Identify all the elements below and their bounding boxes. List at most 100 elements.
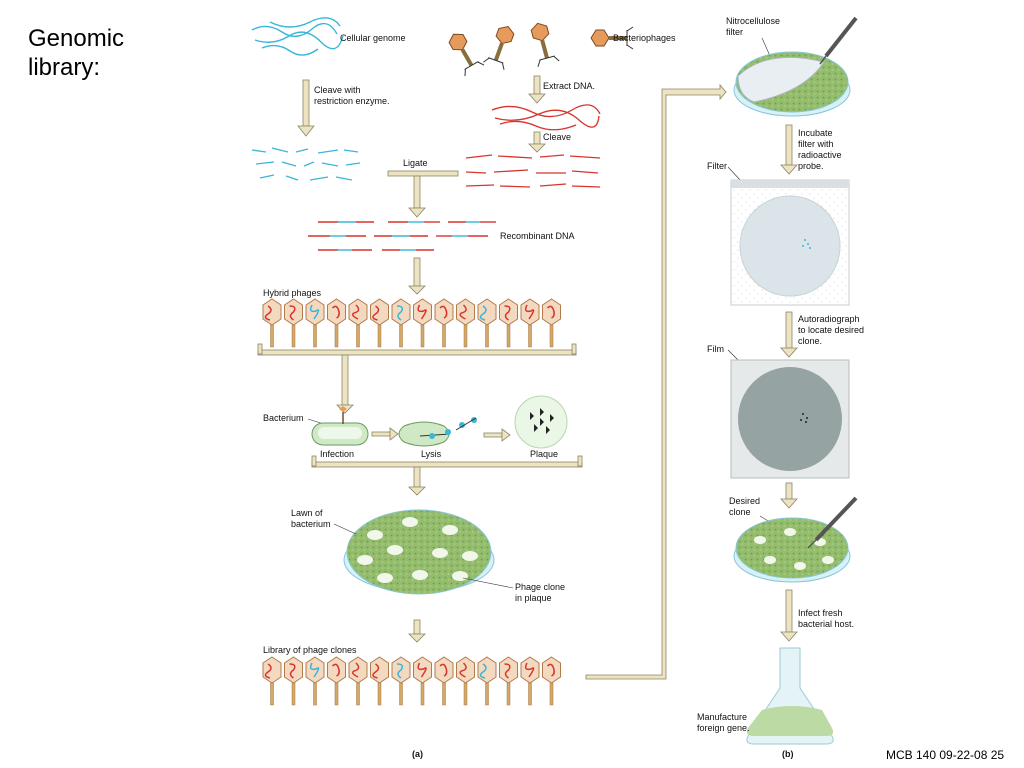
- incubate-label-1: Incubate: [798, 128, 833, 138]
- arrow-cleave-phage: [528, 131, 546, 153]
- manufacture-label-2: foreign gene.: [697, 723, 750, 733]
- bacteriophages-label: Bacteriophages: [613, 33, 676, 43]
- infect-host-label-1: Infect fresh: [798, 608, 843, 618]
- hybrid-phage: [348, 656, 368, 706]
- bacteriophages-illustration: [448, 22, 634, 77]
- desired-clone-dish: [733, 496, 858, 583]
- arrow-to-hybrid: [408, 257, 426, 295]
- phage-fragments: [465, 154, 601, 188]
- hybrid-phage: [499, 656, 518, 706]
- desired-clone-label-1: Desired: [729, 496, 760, 506]
- autoradiograph-label-1: Autoradiograph: [798, 314, 860, 324]
- arrow-extract-dna: [528, 75, 546, 104]
- ligate-label: Ligate: [403, 158, 428, 168]
- arrow-infection-lysis: [371, 427, 399, 441]
- filter-dish: [733, 16, 858, 117]
- infection-label: Infection: [320, 449, 354, 459]
- ligate-arrow: [387, 170, 459, 218]
- hybrid-phage: [391, 298, 411, 348]
- arrow-autoradiograph: [780, 311, 798, 358]
- nitrocellulose-label-1: Nitrocellulose: [726, 16, 780, 26]
- hybrid-phage: [499, 298, 518, 348]
- filter-square: [730, 179, 850, 306]
- extract-dna-label: Extract DNA.: [543, 81, 595, 91]
- bacterium-cell: [311, 406, 369, 446]
- hybrid-phage: [477, 656, 497, 706]
- film-square: [730, 359, 850, 479]
- slide-title: Genomic library:: [28, 25, 125, 81]
- genome-fragments: [251, 147, 361, 181]
- library-label: Library of phage clones: [263, 645, 357, 655]
- incubate-label-2: filter with: [798, 139, 834, 149]
- film-label: Film: [707, 344, 724, 354]
- cleave-label: Cleave: [543, 132, 571, 142]
- hybrid-phage: [262, 298, 282, 348]
- infection-bracket: [311, 455, 583, 496]
- hybrid-phage: [520, 656, 540, 706]
- hybrid-phage: [327, 298, 346, 348]
- arrow-to-desired: [780, 482, 798, 509]
- arrow-lysis-plaque: [483, 428, 511, 442]
- hybrid-phage: [370, 656, 389, 706]
- phage-clone-label-1: Phage clone: [515, 582, 565, 592]
- hybrid-phage: [284, 656, 303, 706]
- hybrid-phage: [434, 298, 454, 348]
- incubate-label-4: probe.: [798, 161, 824, 171]
- petri-dish-lawn: [343, 509, 495, 595]
- hybrid-bracket: [257, 343, 577, 414]
- cleave-enzyme-label-2: restriction enzyme.: [314, 96, 390, 106]
- hybrid-phages-row: [262, 298, 561, 348]
- desired-clone-label-2: clone: [729, 507, 751, 517]
- recombinant-dna-illustration: [308, 221, 496, 251]
- lysis-label: Lysis: [421, 449, 442, 459]
- connector-arrow: [585, 83, 727, 680]
- library-phages-row: [262, 656, 561, 706]
- phage-dna-illustration: [491, 104, 601, 131]
- hybrid-phage: [434, 656, 454, 706]
- hybrid-phages-label: Hybrid phages: [263, 288, 322, 298]
- hybrid-phage: [413, 656, 432, 706]
- hybrid-phage: [520, 298, 540, 348]
- plaque-label: Plaque: [530, 449, 558, 459]
- caption-a: (a): [412, 749, 423, 759]
- infect-host-label-2: bacterial host.: [798, 619, 854, 629]
- filter-label: Filter: [707, 161, 727, 171]
- arrow-incubate: [780, 124, 798, 175]
- hybrid-phage: [262, 656, 282, 706]
- hybrid-phage: [284, 298, 303, 348]
- incubate-label-3: radioactive: [798, 150, 842, 160]
- arrow-cleave-genome: [297, 79, 315, 137]
- cellular-genome-illustration: [251, 17, 344, 56]
- hybrid-phage: [456, 656, 475, 706]
- arrow-to-library: [408, 619, 426, 643]
- hybrid-phage: [542, 656, 561, 706]
- cellular-genome-label: Cellular genome: [340, 33, 406, 43]
- autoradiograph-label-2: to locate desired: [798, 325, 864, 335]
- manufacture-label-1: Manufacture: [697, 712, 747, 722]
- bacterium-label: Bacterium: [263, 413, 304, 423]
- plaque-cluster: [514, 395, 568, 449]
- hybrid-phage: [305, 298, 325, 348]
- lawn-of-bacterium-label-2: bacterium: [291, 519, 331, 529]
- hybrid-phage: [477, 298, 497, 348]
- hybrid-phage: [456, 298, 475, 348]
- slide-footer: MCB 140 09-22-08 25: [886, 748, 1005, 762]
- hybrid-phage: [542, 298, 561, 348]
- caption-b: (b): [782, 749, 794, 759]
- hybrid-phage: [391, 656, 411, 706]
- hybrid-phage: [305, 656, 325, 706]
- nitrocellulose-label-2: filter: [726, 27, 743, 37]
- phage-clone-label-2: in plaque: [515, 593, 552, 603]
- arrow-infect-host: [780, 589, 798, 642]
- hybrid-phage: [413, 298, 432, 348]
- lawn-of-bacterium-label-1: Lawn of: [291, 508, 323, 518]
- hybrid-phage: [327, 656, 346, 706]
- cleave-enzyme-label-1: Cleave with: [314, 85, 361, 95]
- recombinant-dna-label: Recombinant DNA: [500, 231, 575, 241]
- flask: [746, 647, 834, 745]
- hybrid-phage: [370, 298, 389, 348]
- lysis-cell: [398, 417, 477, 447]
- hybrid-phage: [348, 298, 368, 348]
- autoradiograph-label-3: clone.: [798, 336, 822, 346]
